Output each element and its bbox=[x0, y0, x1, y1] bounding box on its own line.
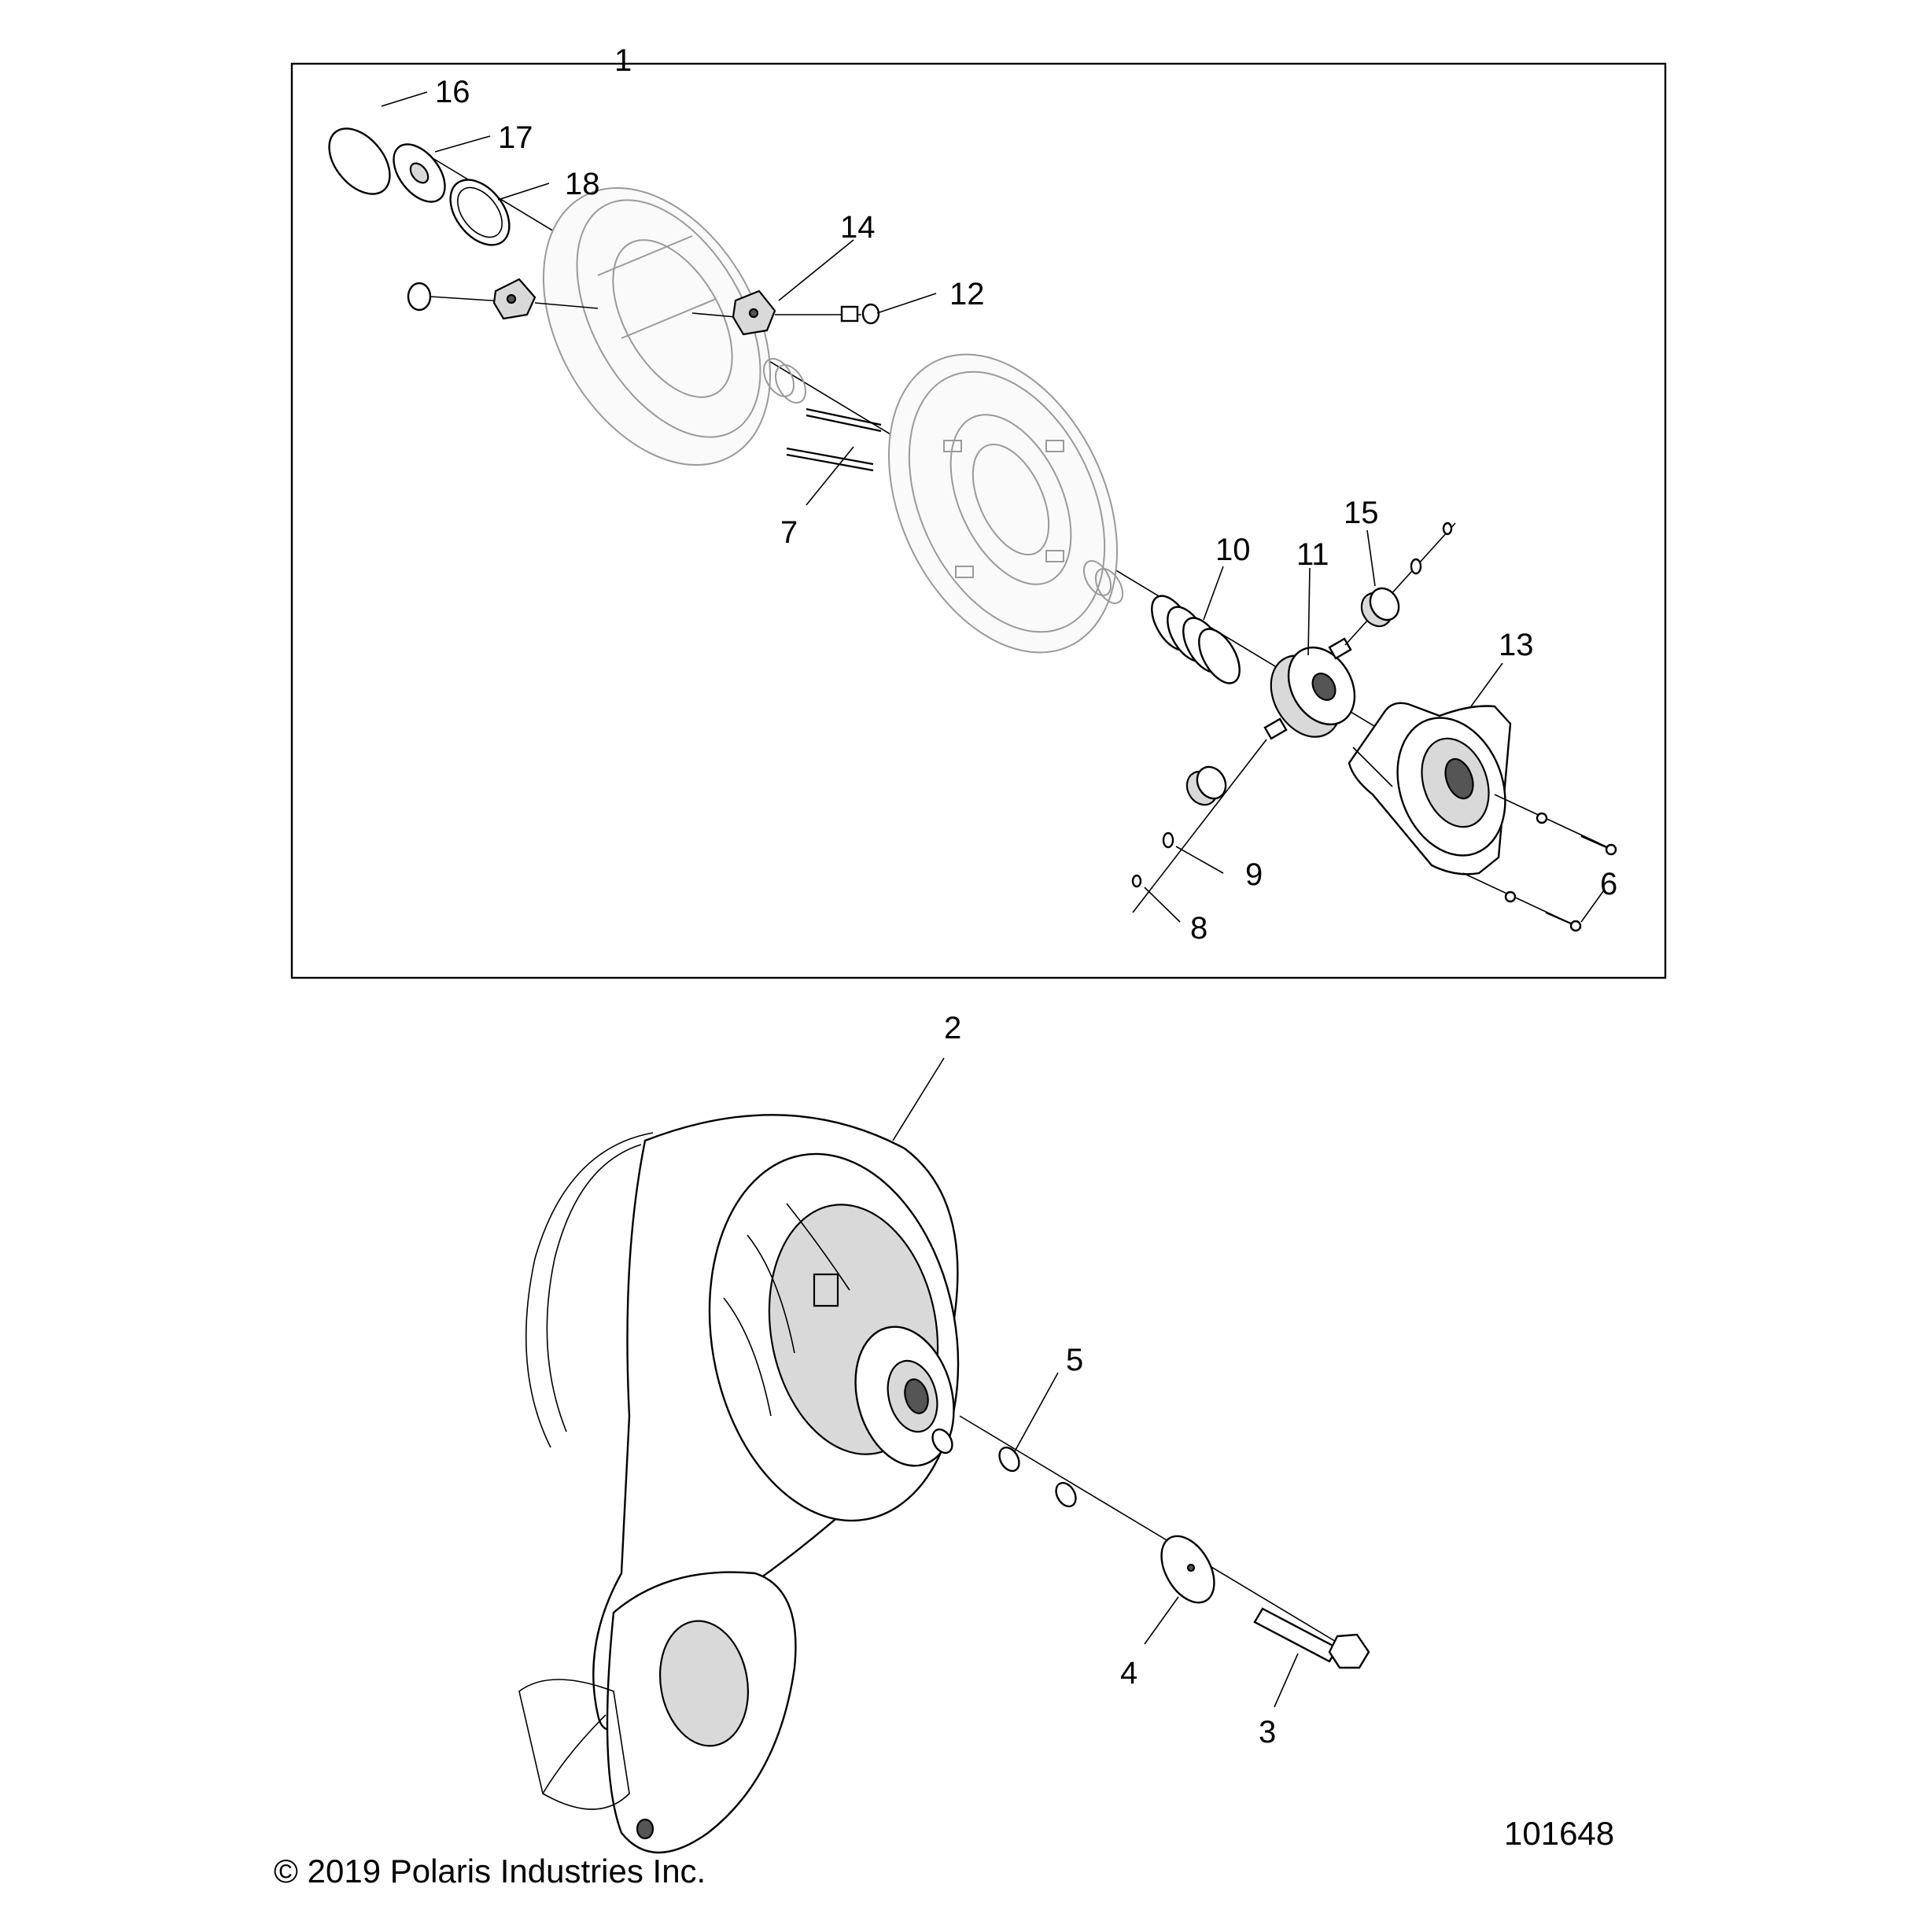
callout-18: 18 bbox=[565, 167, 600, 201]
bolt-12 bbox=[775, 303, 880, 325]
ghost-bushing-1 bbox=[763, 358, 806, 404]
callout-2: 2 bbox=[944, 1011, 961, 1045]
screws-6 bbox=[1462, 794, 1617, 932]
callout-11: 11 bbox=[1296, 537, 1329, 572]
callout-17: 17 bbox=[498, 120, 533, 155]
clip-8 bbox=[1131, 874, 1142, 888]
callout-5: 5 bbox=[1066, 1343, 1083, 1377]
washer-17 bbox=[393, 143, 446, 203]
drive-clutch bbox=[518, 1571, 797, 1854]
callout-1: 1 bbox=[614, 43, 632, 78]
callout-16: 16 bbox=[435, 75, 470, 109]
callout-8: 8 bbox=[1190, 911, 1208, 946]
washers-5 bbox=[931, 1428, 1077, 1508]
callout-10: 10 bbox=[1215, 533, 1251, 567]
roller-15 bbox=[1344, 522, 1456, 646]
callout-3: 3 bbox=[1259, 1715, 1276, 1749]
ghost-bushing-2 bbox=[1082, 560, 1124, 604]
ghost-stationary-sheave bbox=[542, 186, 772, 466]
ghost-moveable-sheave bbox=[887, 353, 1119, 654]
callout-12: 12 bbox=[949, 277, 985, 312]
callout-6: 6 bbox=[1600, 867, 1617, 901]
callout-13: 13 bbox=[1499, 628, 1534, 662]
roller-lower bbox=[1131, 739, 1267, 913]
button-left bbox=[492, 278, 599, 320]
callout-14: 14 bbox=[840, 210, 876, 245]
spider-11 bbox=[1263, 637, 1356, 740]
washer-4 bbox=[1160, 1535, 1215, 1604]
washer-9 bbox=[1162, 831, 1174, 849]
kit-frame bbox=[290, 62, 1667, 979]
spring-10 bbox=[1151, 595, 1241, 684]
figure-number: 101648 bbox=[1504, 1815, 1614, 1852]
callout-9: 9 bbox=[1245, 857, 1263, 892]
leader-lines bbox=[381, 91, 1604, 1708]
copyright-text: © 2019 Polaris Industries Inc. bbox=[274, 1853, 706, 1890]
shim-18 bbox=[449, 179, 511, 246]
driven-clutch-2 bbox=[525, 1114, 960, 1731]
pins-7 bbox=[786, 407, 882, 472]
clutch-assembly bbox=[518, 1114, 1370, 1854]
button-14 bbox=[691, 289, 776, 336]
callout-4: 4 bbox=[1120, 1656, 1137, 1690]
bolt-3 bbox=[1253, 1607, 1370, 1669]
cover-13 bbox=[1348, 702, 1512, 876]
retaining-ring bbox=[328, 127, 391, 195]
callout-15: 15 bbox=[1344, 496, 1379, 530]
pin-left bbox=[407, 282, 504, 312]
kit-assembly bbox=[328, 127, 1617, 932]
callout-7: 7 bbox=[780, 515, 798, 550]
callout-labels: 1 2 3 4 5 6 7 8 9 10 11 12 13 14 15 16 1… bbox=[435, 43, 1617, 1749]
